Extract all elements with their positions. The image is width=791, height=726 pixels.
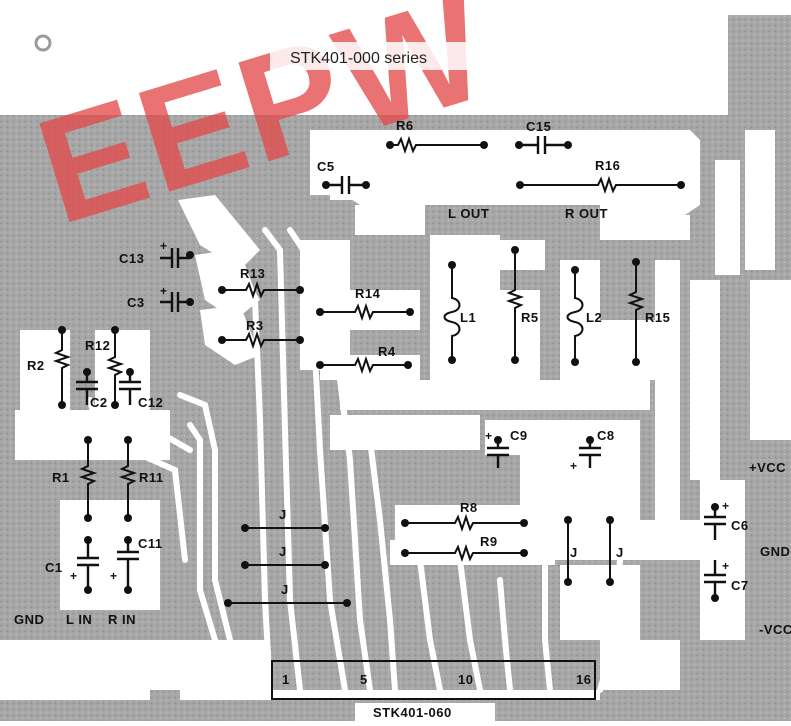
svg-text:+: + bbox=[160, 284, 168, 298]
terminal-labels: GND L IN R IN +VCC GND -VCC bbox=[14, 460, 791, 637]
svg-text:+: + bbox=[570, 459, 578, 473]
pin-number: 10 bbox=[458, 672, 473, 687]
label-c15: C15 bbox=[526, 119, 551, 134]
label-c7: C7 bbox=[731, 578, 749, 593]
label-c9: C9 bbox=[510, 428, 528, 443]
series-title: STK401-000 series bbox=[290, 50, 427, 67]
label-r-out: R OUT bbox=[565, 206, 608, 221]
svg-text:+: + bbox=[722, 499, 730, 513]
label-r5: R5 bbox=[521, 310, 539, 325]
label-c2: C2 bbox=[90, 395, 108, 410]
svg-text:+: + bbox=[110, 569, 118, 583]
ic-name-label: STK401-060 bbox=[373, 705, 452, 720]
component-labels: R6 C15 C5 R16 L OUT R OUT C13 C3 R13 R3 … bbox=[27, 118, 749, 597]
label-jumper: J bbox=[616, 545, 624, 560]
label-r3: R3 bbox=[246, 318, 264, 333]
label-gnd-left: GND bbox=[14, 612, 44, 627]
label-c5: C5 bbox=[317, 159, 335, 174]
pin-number: 5 bbox=[360, 672, 368, 687]
label-jumper: J bbox=[570, 545, 578, 560]
label-jumper: J bbox=[281, 582, 289, 597]
label-c12: C12 bbox=[138, 395, 163, 410]
label-c3: C3 bbox=[127, 295, 145, 310]
label-l1: L1 bbox=[460, 310, 476, 325]
solder-pads bbox=[58, 141, 719, 607]
inductor-symbols bbox=[443, 265, 584, 362]
fanout-traces bbox=[87, 227, 623, 693]
label-gnd-right: GND bbox=[760, 544, 790, 559]
label-c1: C1 bbox=[45, 560, 63, 575]
label-r12: R12 bbox=[85, 338, 110, 353]
label-r6: R6 bbox=[396, 118, 414, 133]
label-r11: R11 bbox=[139, 470, 164, 485]
label-vcc-pos: +VCC bbox=[749, 460, 786, 475]
label-l2: L2 bbox=[586, 310, 602, 325]
label-r9: R9 bbox=[480, 534, 498, 549]
label-r8: R8 bbox=[460, 500, 478, 515]
label-l-in: L IN bbox=[66, 612, 92, 627]
polarity-marks: + + + + + + + + bbox=[70, 239, 730, 583]
label-c8: C8 bbox=[597, 428, 615, 443]
label-r15: R15 bbox=[645, 310, 670, 325]
label-r4: R4 bbox=[378, 344, 396, 359]
label-jumper: J bbox=[279, 544, 287, 559]
label-r-in: R IN bbox=[108, 612, 136, 627]
svg-text:+: + bbox=[160, 239, 168, 253]
label-r1: R1 bbox=[52, 470, 70, 485]
label-l-out: L OUT bbox=[448, 206, 489, 221]
svg-text:+: + bbox=[485, 429, 493, 443]
jumper-wires bbox=[228, 520, 611, 604]
svg-text:+: + bbox=[70, 569, 78, 583]
resistor-symbols bbox=[52, 135, 681, 563]
svg-text:+: + bbox=[722, 559, 730, 573]
label-r16: R16 bbox=[595, 158, 620, 173]
label-vcc-neg: -VCC bbox=[759, 622, 791, 637]
mounting-hole-icon bbox=[34, 34, 52, 52]
label-jumper: J bbox=[279, 507, 287, 522]
ic-pin-labels: 1 5 10 16 bbox=[282, 672, 591, 687]
label-c13: C13 bbox=[119, 251, 144, 266]
capacitor-symbols bbox=[76, 136, 726, 598]
pin-number: 16 bbox=[576, 672, 591, 687]
label-c6: C6 bbox=[731, 518, 749, 533]
label-c11: C11 bbox=[138, 536, 163, 551]
label-r13: R13 bbox=[240, 266, 265, 281]
label-r2: R2 bbox=[27, 358, 45, 373]
label-r14: R14 bbox=[355, 286, 381, 301]
ic-stk401-060 bbox=[271, 660, 596, 700]
pin-number: 1 bbox=[282, 672, 290, 687]
